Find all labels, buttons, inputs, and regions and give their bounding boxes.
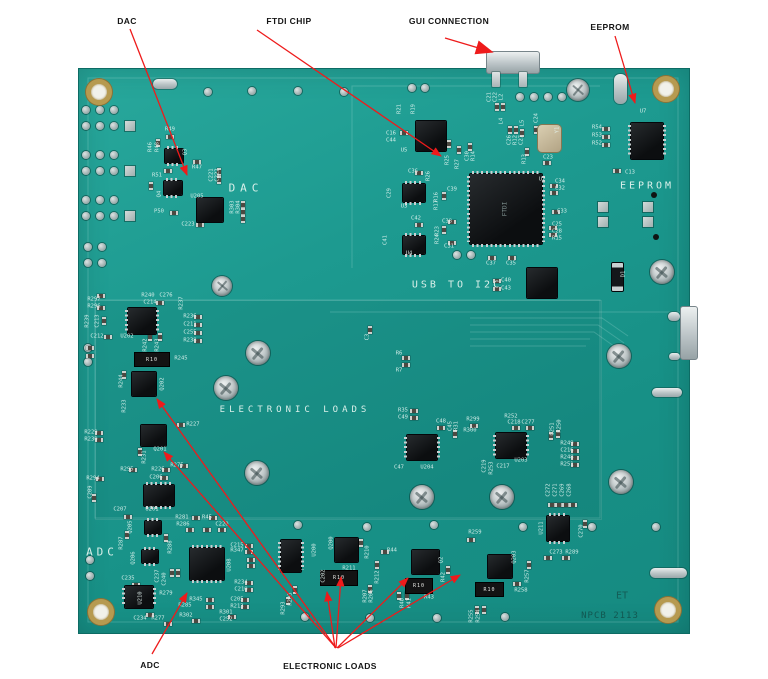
pcb-inner-region	[95, 300, 602, 520]
annotation-gui-connection: GUI CONNECTION	[408, 16, 490, 26]
annotation-dac: DAC	[117, 16, 137, 26]
annotation-eeprom: EEPROM	[590, 22, 630, 32]
annotation-adc: ADC	[140, 660, 160, 670]
annotation-arrow	[444, 37, 494, 55]
annotation-electronic-loads: ELECTRONIC LOADS	[283, 661, 377, 671]
annotation-ftdi-chip: FTDI CHIP	[266, 16, 312, 26]
